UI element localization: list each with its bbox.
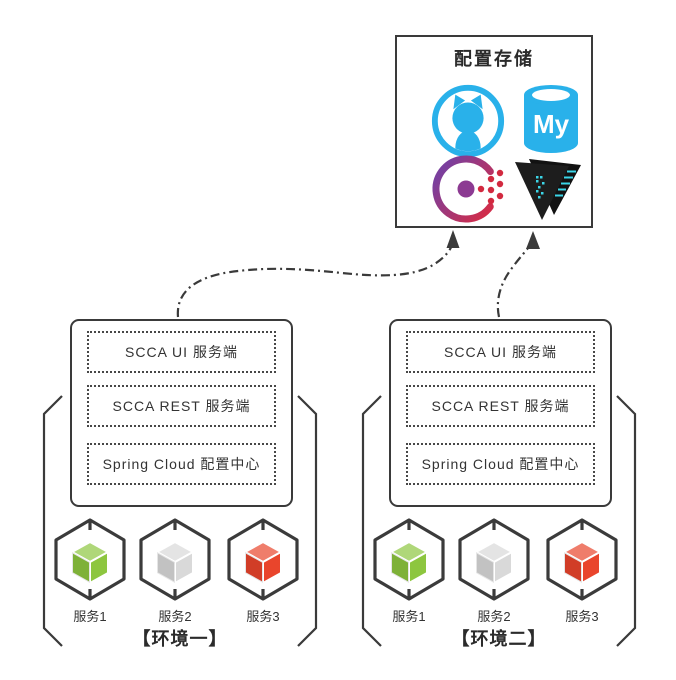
environment-2-server-box: SCCA UI 服务端 SCCA REST 服务端 Spring Cloud 配…	[389, 319, 612, 507]
bracket-left	[361, 395, 382, 647]
service-label: 服务1	[73, 609, 107, 624]
environment-1-brackets	[42, 395, 318, 647]
environment-1-label: 【环境一】	[132, 629, 228, 649]
layer-spring-cloud-config: Spring Cloud 配置中心	[406, 443, 595, 485]
svg-text:My: My	[533, 109, 570, 139]
service-cube-icon	[227, 518, 299, 601]
service-label: 服务1	[392, 609, 426, 624]
arrowhead-env2	[526, 231, 540, 249]
service-cube-icon	[139, 518, 211, 601]
service-label: 服务3	[565, 609, 599, 624]
config-store-title: 配置存储	[454, 49, 534, 69]
service-label: 服务2	[477, 609, 511, 624]
connector-env1-to-store	[176, 242, 455, 318]
consul-icon	[432, 155, 504, 223]
bracket-right	[297, 395, 318, 647]
connector-env2-to-store	[496, 243, 532, 318]
environment-1-server-box: SCCA UI 服务端 SCCA REST 服务端 Spring Cloud 配…	[70, 319, 293, 507]
environment-1-group: SCCA UI 服务端 SCCA REST 服务端 Spring Cloud 配…	[42, 319, 318, 669]
layer-scca-ui: SCCA UI 服务端	[406, 331, 595, 373]
consul-dots	[477, 169, 504, 205]
github-icon	[431, 84, 505, 158]
vault-back-dashes	[555, 170, 576, 197]
layer-scca-ui: SCCA UI 服务端	[87, 331, 276, 373]
layer-spring-cloud-config: Spring Cloud 配置中心	[87, 443, 276, 485]
mysql-icon: My	[524, 85, 578, 153]
service-label: 服务2	[158, 609, 192, 624]
vault-pixel-cluster	[536, 176, 545, 199]
service-cube-icon	[54, 518, 126, 601]
service-cube-icon	[546, 518, 618, 601]
service-cube-icon	[373, 518, 445, 601]
layer-scca-rest: SCCA REST 服务端	[406, 385, 595, 427]
arrowhead-env1	[446, 230, 460, 248]
service-label: 服务3	[246, 609, 280, 624]
service-cube-icon	[458, 518, 530, 601]
bracket-left	[42, 395, 63, 647]
environment-2-label: 【环境二】	[451, 629, 547, 649]
vault-icon	[515, 159, 581, 220]
config-store-box: 配置存储 My	[395, 35, 593, 228]
environment-2-brackets	[361, 395, 637, 647]
layer-scca-rest: SCCA REST 服务端	[87, 385, 276, 427]
bracket-right	[616, 395, 637, 647]
environment-2-group: SCCA UI 服务端 SCCA REST 服务端 Spring Cloud 配…	[361, 319, 637, 669]
